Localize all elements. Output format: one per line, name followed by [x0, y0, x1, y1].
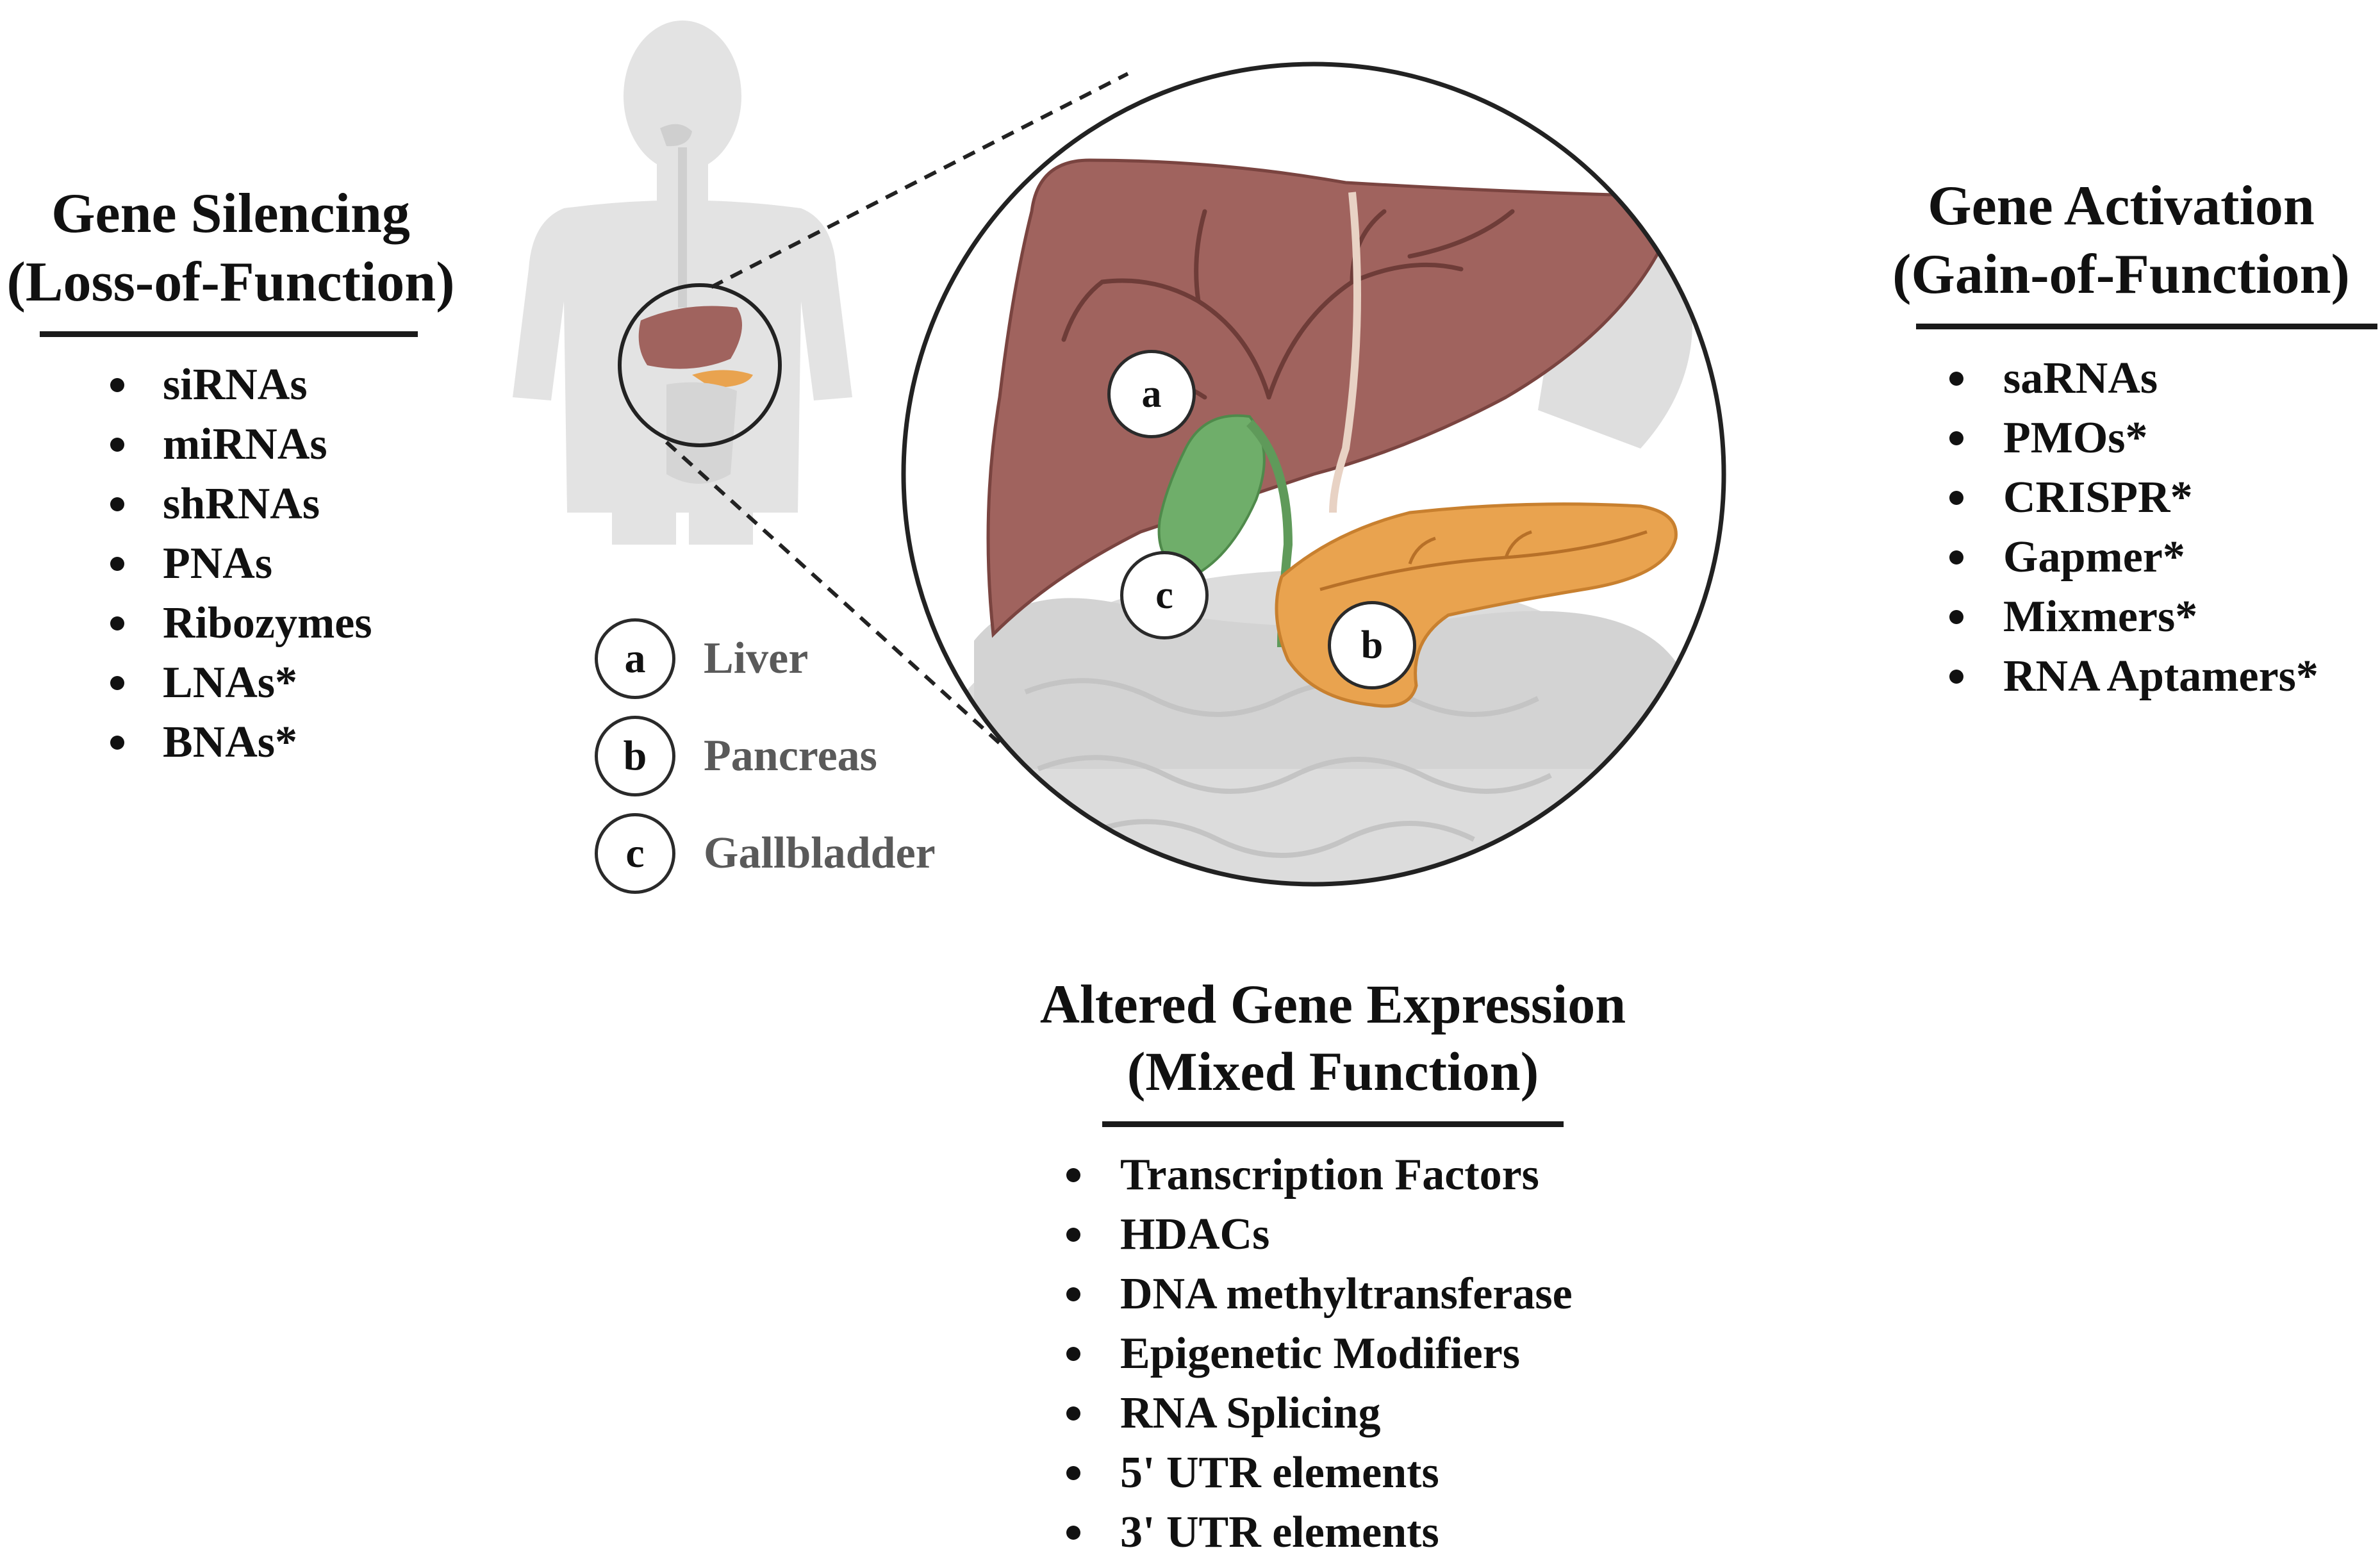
pancreas-marker: b — [1328, 601, 1416, 689]
legend-key-c: c — [595, 813, 675, 894]
legend-label-liver: Liver — [704, 634, 809, 683]
list-item: RNA Splicing — [1059, 1383, 1679, 1443]
list-item: DNA methyltransferase — [1059, 1264, 1679, 1324]
gene-activation-subtitle: (Gain-of-Function) — [1892, 243, 2350, 306]
list-item: LNAs* — [103, 653, 461, 713]
altered-expression-title: Altered Gene Expression — [1039, 973, 1626, 1035]
list-item: BNAs* — [103, 713, 461, 772]
list-item: Transcription Factors — [1059, 1145, 1679, 1205]
list-item: Epigenetic Modifiers — [1059, 1324, 1679, 1383]
list-item: HDACs — [1059, 1205, 1679, 1264]
gene-silencing-divider — [40, 331, 418, 337]
gene-activation-heading: Gene Activation (Gain-of-Function) — [1865, 172, 2377, 309]
list-item: saRNAs — [1942, 349, 2380, 408]
list-item: Mixmers* — [1942, 587, 2380, 647]
liver-marker: a — [1107, 350, 1196, 438]
gene-activation-title: Gene Activation — [1928, 175, 2315, 237]
gene-silencing-subtitle: (Loss-of-Function) — [6, 251, 455, 314]
altered-expression-heading: Altered Gene Expression (Mixed Function) — [987, 971, 1679, 1105]
list-item: CRISPR* — [1942, 468, 2380, 527]
list-item: 5' UTR elements — [1059, 1443, 1679, 1503]
gene-activation-panel: Gene Activation (Gain-of-Function) saRNA… — [1892, 172, 2380, 706]
legend-label-pancreas: Pancreas — [704, 731, 877, 780]
zoom-guide-top — [710, 72, 1129, 289]
altered-expression-list: Transcription Factors HDACs DNA methyltr… — [1059, 1145, 1679, 1562]
gene-silencing-title: Gene Silencing — [51, 183, 410, 245]
legend-key-b: b — [595, 716, 675, 796]
gallbladder-shape — [1157, 414, 1266, 579]
altered-expression-panel: Altered Gene Expression (Mixed Function)… — [987, 971, 1679, 1562]
gene-activation-divider — [1916, 323, 2377, 329]
legend-item-pancreas: b Pancreas — [595, 711, 877, 801]
gene-activation-list: saRNAs PMOs* CRISPR* Gapmer* Mixmers* RN… — [1942, 349, 2380, 706]
list-item: PNAs — [103, 534, 461, 593]
altered-expression-divider — [1102, 1121, 1564, 1127]
liver-shape — [986, 158, 1668, 638]
zoomed-abdomen — [904, 64, 1724, 884]
gene-silencing-list: siRNAs miRNAs shRNAs PNAs Ribozymes LNAs… — [103, 355, 461, 772]
gallbladder-marker: c — [1120, 551, 1209, 639]
legend-label-gallbladder: Gallbladder — [704, 828, 936, 878]
small-magnifier-circle — [618, 283, 782, 447]
gene-silencing-panel: Gene Silencing (Loss-of-Function) siRNAs… — [0, 179, 461, 772]
legend-key-a: a — [595, 618, 675, 699]
list-item: shRNAs — [103, 474, 461, 534]
zoom-circle — [901, 62, 1726, 887]
legend-item-gallbladder: c Gallbladder — [595, 809, 936, 898]
list-item: PMOs* — [1942, 408, 2380, 468]
list-item: RNA Aptamers* — [1942, 647, 2380, 706]
legend-item-liver: a Liver — [595, 614, 808, 704]
list-item: 3' UTR elements — [1059, 1503, 1679, 1562]
list-item: siRNAs — [103, 355, 461, 415]
list-item: Gapmer* — [1942, 527, 2380, 587]
zoom-guide-bottom — [665, 440, 1002, 745]
altered-expression-subtitle: (Mixed Function) — [1127, 1040, 1539, 1102]
gene-silencing-heading: Gene Silencing (Loss-of-Function) — [0, 179, 461, 317]
list-item: Ribozymes — [103, 593, 461, 653]
list-item: miRNAs — [103, 415, 461, 474]
